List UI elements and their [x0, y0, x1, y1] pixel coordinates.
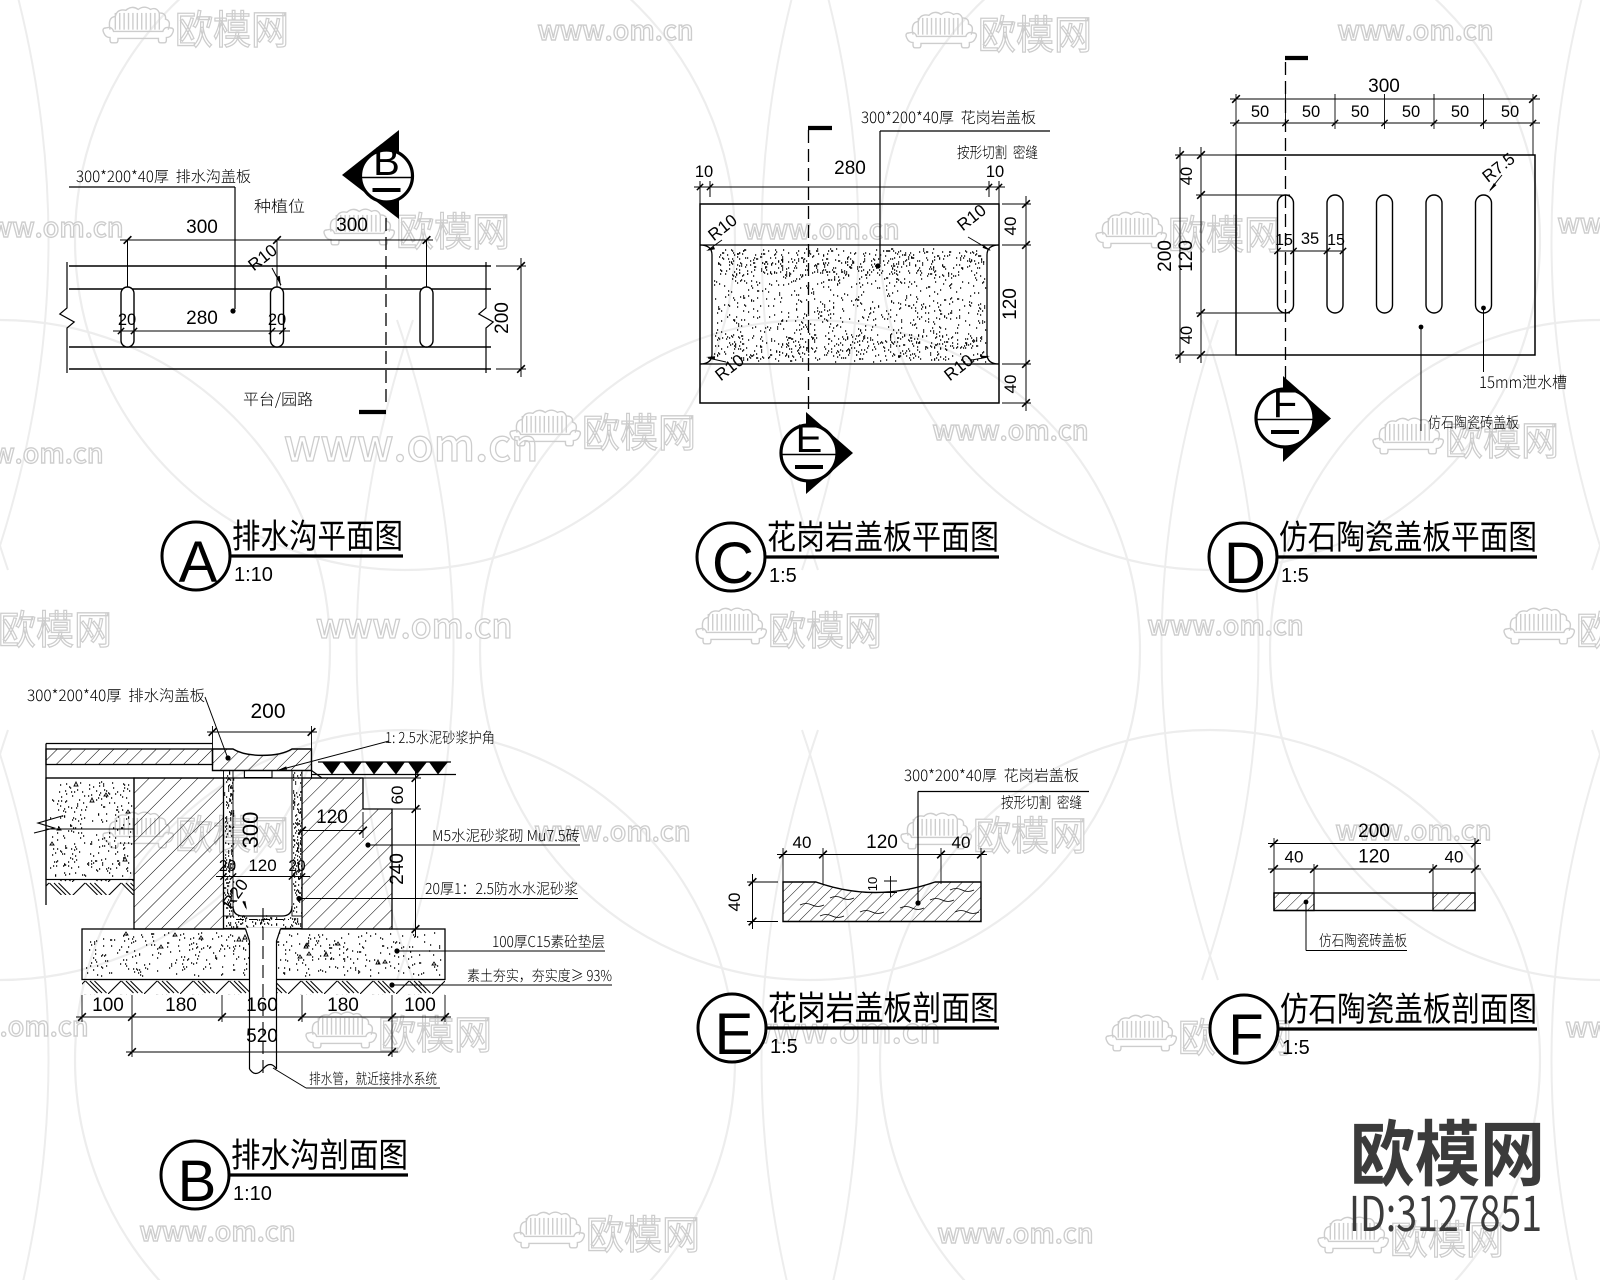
svg-text:15: 15	[1275, 232, 1293, 249]
svg-text:E: E	[715, 1002, 754, 1067]
svg-text:10: 10	[695, 163, 713, 181]
svg-text:1:10: 1:10	[233, 1183, 272, 1205]
svg-text:200: 200	[492, 302, 513, 334]
svg-text:F: F	[1273, 382, 1297, 426]
svg-text:40: 40	[1178, 167, 1196, 185]
svg-text:20: 20	[118, 311, 136, 329]
svg-text:50: 50	[1351, 103, 1369, 121]
svg-text:180: 180	[165, 995, 197, 1016]
svg-text:1:5: 1:5	[769, 565, 797, 587]
svg-text:1:5: 1:5	[1281, 565, 1309, 587]
svg-text:300: 300	[1368, 76, 1400, 97]
svg-text:60: 60	[388, 786, 407, 805]
svg-text:10: 10	[865, 877, 880, 891]
svg-text:35: 35	[1301, 230, 1319, 248]
svg-text:40: 40	[1001, 217, 1020, 236]
svg-text:A: A	[179, 530, 218, 595]
svg-text:50: 50	[1251, 103, 1269, 121]
svg-text:120: 120	[316, 807, 348, 828]
svg-text:100: 100	[404, 995, 436, 1016]
svg-text:B: B	[373, 140, 400, 184]
svg-text:40: 40	[1445, 848, 1464, 867]
svg-text:C: C	[712, 531, 754, 596]
svg-text:120: 120	[866, 832, 898, 853]
svg-text:280: 280	[186, 308, 218, 329]
svg-text:20: 20	[288, 858, 306, 875]
svg-text:20: 20	[268, 311, 286, 329]
svg-text:E: E	[796, 417, 823, 461]
svg-text:40: 40	[793, 833, 812, 852]
svg-text:15: 15	[1327, 232, 1345, 249]
svg-text:50: 50	[1402, 103, 1420, 121]
svg-text:200: 200	[250, 700, 285, 723]
svg-text:100: 100	[92, 995, 124, 1016]
svg-text:240: 240	[387, 853, 408, 885]
svg-text:300: 300	[238, 812, 263, 849]
svg-text:200: 200	[1358, 821, 1390, 842]
svg-text:120: 120	[248, 856, 276, 875]
svg-text:1:10: 1:10	[234, 564, 273, 586]
svg-text:50: 50	[1501, 103, 1519, 121]
svg-text:1:5: 1:5	[770, 1036, 798, 1058]
svg-text:300: 300	[186, 217, 218, 238]
svg-text:10: 10	[986, 163, 1004, 181]
svg-text:1:5: 1:5	[1282, 1037, 1310, 1059]
svg-text:280: 280	[834, 158, 866, 179]
svg-text:40: 40	[725, 893, 744, 912]
svg-text:B: B	[178, 1149, 217, 1214]
svg-text:40: 40	[1285, 848, 1304, 867]
svg-text:300: 300	[336, 215, 368, 236]
svg-text:200: 200	[1155, 240, 1176, 272]
svg-text:D: D	[1224, 531, 1266, 596]
svg-text:120: 120	[1176, 240, 1197, 272]
svg-text:F: F	[1228, 1003, 1263, 1068]
svg-text:40: 40	[952, 833, 971, 852]
svg-text:40: 40	[1178, 326, 1196, 344]
svg-text:160: 160	[246, 995, 278, 1016]
svg-text:20: 20	[219, 858, 237, 875]
svg-text:40: 40	[1001, 375, 1020, 394]
svg-text:120: 120	[1000, 288, 1021, 320]
svg-text:120: 120	[1358, 847, 1390, 868]
svg-text:520: 520	[246, 1026, 278, 1047]
svg-text:180: 180	[327, 995, 359, 1016]
svg-text:50: 50	[1302, 103, 1320, 121]
svg-text:50: 50	[1451, 103, 1469, 121]
